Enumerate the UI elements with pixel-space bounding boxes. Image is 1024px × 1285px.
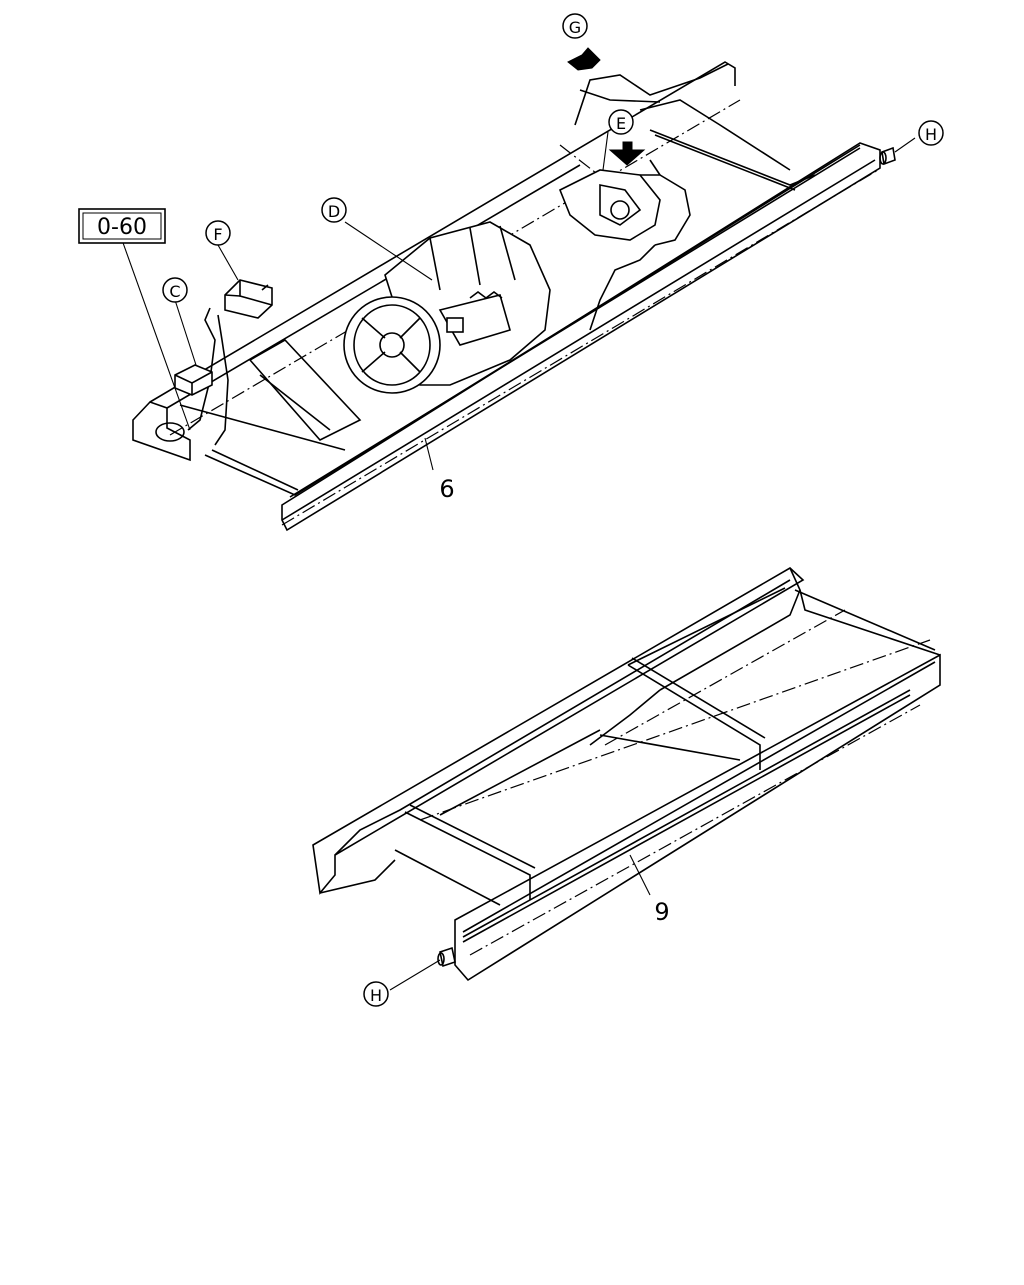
arrow-g-icon [567,47,601,71]
callout-h-bottom-label: H [370,986,382,1005]
arrow-e-icon [608,141,646,166]
callout-h-top-label: H [925,125,937,144]
top-frame-left-rail [132,61,736,462]
callout-e-label: E [616,114,626,133]
part-number-9: 9 [654,898,669,926]
drive-motor [343,221,551,394]
bottom-frame-right-rail [454,653,941,982]
callout-c-label: C [169,282,180,301]
callout-d-label: D [328,202,340,221]
pump-controller [558,159,691,331]
leader-f [217,244,239,281]
top-frame-right-rail [204,142,881,532]
callout-o60: 0-60 [78,208,166,244]
leader-d [344,221,433,281]
callout-h-bottom: H [363,981,389,1007]
end-plug-bottom [437,946,456,968]
bottom-frame-centerline [419,639,931,821]
leader-h-top [894,137,916,153]
connector-f [224,279,273,319]
callout-g-label: G [569,18,581,37]
bottom-frame-assembly [312,567,941,982]
leader-c [174,299,197,366]
leader-6 [424,437,434,471]
callout-o60-label: 0-60 [97,215,147,240]
leader-o60 [121,239,191,431]
callout-f: F [205,220,231,246]
frame-mount-ring [155,422,185,442]
top-frame-centerline-short [559,144,606,181]
bottom-frame-left-rail [312,567,941,895]
wire-harness [187,307,229,446]
leader-9 [629,854,651,896]
callout-h-top: H [918,120,944,146]
callout-g: G [562,13,588,39]
callout-e: E [608,109,634,135]
bottom-leader-lines [389,854,651,991]
leader-e [602,131,609,171]
part-number-6: 6 [439,475,454,503]
relay-c [174,364,213,396]
leader-h-bottom [389,959,441,991]
top-leader-lines [121,131,916,471]
top-frame-assembly [132,47,896,532]
callout-c: C [162,277,188,303]
bottom-frame-cross-members [394,587,801,906]
callout-f-label: F [213,225,222,244]
bottom-frame-centerline-2 [604,609,846,746]
top-frame-cross-members [179,99,816,451]
callout-d: D [321,197,347,223]
end-plug-top [879,146,896,166]
